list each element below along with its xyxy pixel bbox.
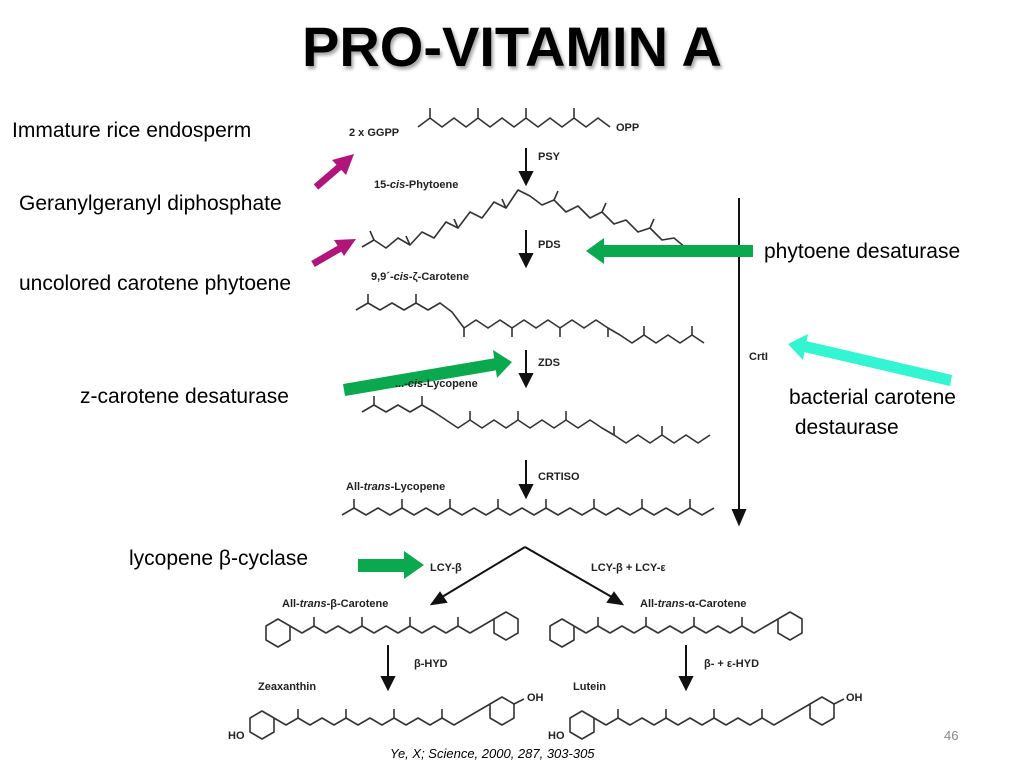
- magenta-arrow-2: [311, 242, 346, 268]
- label-cis-lycopene: ...-cis-Lycopene: [395, 378, 478, 390]
- enzyme-zds: ZDS: [538, 357, 560, 369]
- beta-ring-right: [493, 611, 519, 641]
- zeta-cis: cis: [393, 271, 409, 283]
- beta-prefix: All-: [282, 598, 300, 610]
- beta-ring-left: [265, 618, 291, 648]
- green-arrow-lcy: [358, 559, 406, 572]
- prolycopene-chain: [361, 404, 711, 444]
- beta-trans: trans: [299, 598, 327, 610]
- label-phytoene-desaturase: phytoene desaturase: [764, 240, 961, 263]
- enzyme-crtiso: CRTISO: [538, 471, 580, 483]
- label-lycopene-beta-cyclase: lycopene β-cyclase: [129, 547, 308, 570]
- zeaxanthin-chain: [273, 703, 491, 726]
- alpha-ring-right: [777, 611, 803, 641]
- label-zeaxanthin-oh: OH: [527, 692, 544, 704]
- enzyme-lcy-b: LCY-β: [430, 562, 462, 574]
- lycopene-chain: [341, 507, 715, 516]
- phytoene-suffix: -Phytoene: [405, 179, 459, 191]
- label-all-trans-lycopene: All-trans-Lycopene: [346, 481, 445, 493]
- alpha-carotene-chain: [573, 618, 779, 634]
- arrow-lcy-b: [436, 546, 526, 601]
- label-z-carotene-desaturase: z-carotene desaturase: [80, 385, 289, 408]
- lycopene-cis-prefix: ...-: [395, 378, 408, 390]
- enzyme-b-hyd: β-HYD: [414, 658, 448, 670]
- label-2x-ggpp: 2 x GGPP: [349, 127, 400, 139]
- label-zeaxanthin-ho: HO: [228, 730, 245, 742]
- slide-title: PRO-VITAMIN A: [302, 15, 722, 78]
- alpha-prefix: All-: [640, 598, 658, 610]
- lycopene-cis: cis: [407, 378, 424, 390]
- alpha-suffix: -α-Carotene: [684, 598, 747, 610]
- cyan-arrow-crti-shaft: [804, 341, 952, 386]
- page-number: 46: [944, 728, 959, 743]
- label-geranylgeranyl-diphosphate: Geranylgeranyl diphosphate: [19, 192, 282, 215]
- phytoene-cis: cis: [389, 179, 406, 191]
- label-immature-rice-endosperm: Immature rice endosperm: [12, 119, 252, 142]
- alpha-ring-left: [549, 618, 575, 648]
- label-lutein-oh: OH: [846, 692, 863, 704]
- label-zeta-carotene: 9,9´-cis-ζ-Carotene: [371, 271, 469, 283]
- phytoene-chain: [361, 189, 687, 249]
- lycopene-cis-suffix: -Lycopene: [423, 378, 478, 390]
- zeta-suffix: -ζ-Carotene: [408, 271, 469, 283]
- beta-carotene-chain: [289, 618, 495, 634]
- enzyme-psy: PSY: [538, 151, 561, 163]
- lycopene-trans-suffix: -Lycopene: [390, 481, 446, 493]
- green-arrow-pds: [602, 245, 753, 257]
- label-lutein: Lutein: [573, 681, 606, 693]
- lutein-ring-left: [569, 710, 595, 740]
- enzyme-b-e-hyd: β- + ε-HYD: [704, 658, 760, 670]
- zeaxanthin-ring-right: [489, 696, 515, 726]
- green-arrow-zds-shaft: [343, 358, 498, 396]
- label-alpha-carotene: All-trans-α-Carotene: [640, 598, 746, 610]
- enzyme-pds: PDS: [538, 239, 561, 251]
- label-destaurase: destaurase: [789, 416, 899, 439]
- alpha-trans: trans: [657, 598, 685, 610]
- zeaxanthin-ring-left: [249, 710, 275, 740]
- enzyme-lcy-b-e: LCY-β + LCY-ε: [591, 562, 666, 574]
- label-zeaxanthin: Zeaxanthin: [258, 681, 317, 693]
- citation: Ye, X; Science, 2000, 287, 303-305: [390, 746, 595, 761]
- label-beta-carotene: All-trans-β-Carotene: [282, 598, 388, 610]
- zeta-prefix: 9,9´-: [371, 271, 394, 283]
- arrow-lcy-be: [524, 546, 618, 601]
- label-bacterial-carotene: bacterial carotene: [789, 386, 956, 409]
- enzyme-crti: CrtI: [749, 351, 768, 363]
- ggpp-chain: [417, 117, 611, 128]
- zeta-carotene-chain: [355, 302, 705, 344]
- phytoene-prefix: 15-: [374, 179, 390, 191]
- beta-suffix: -β-Carotene: [326, 598, 389, 610]
- lutein-chain: [593, 703, 811, 726]
- lycopene-trans: trans: [363, 481, 391, 493]
- label-opp: OPP: [616, 122, 640, 134]
- lutein-ring-right: [809, 696, 835, 726]
- label-uncolored-carotene-phytoene: uncolored carotene phytoene: [19, 272, 292, 295]
- lycopene-trans-prefix: All-: [346, 481, 364, 493]
- label-15-cis-phytoene: 15-cis-Phytoene: [374, 179, 458, 191]
- label-lutein-ho: HO: [548, 730, 565, 742]
